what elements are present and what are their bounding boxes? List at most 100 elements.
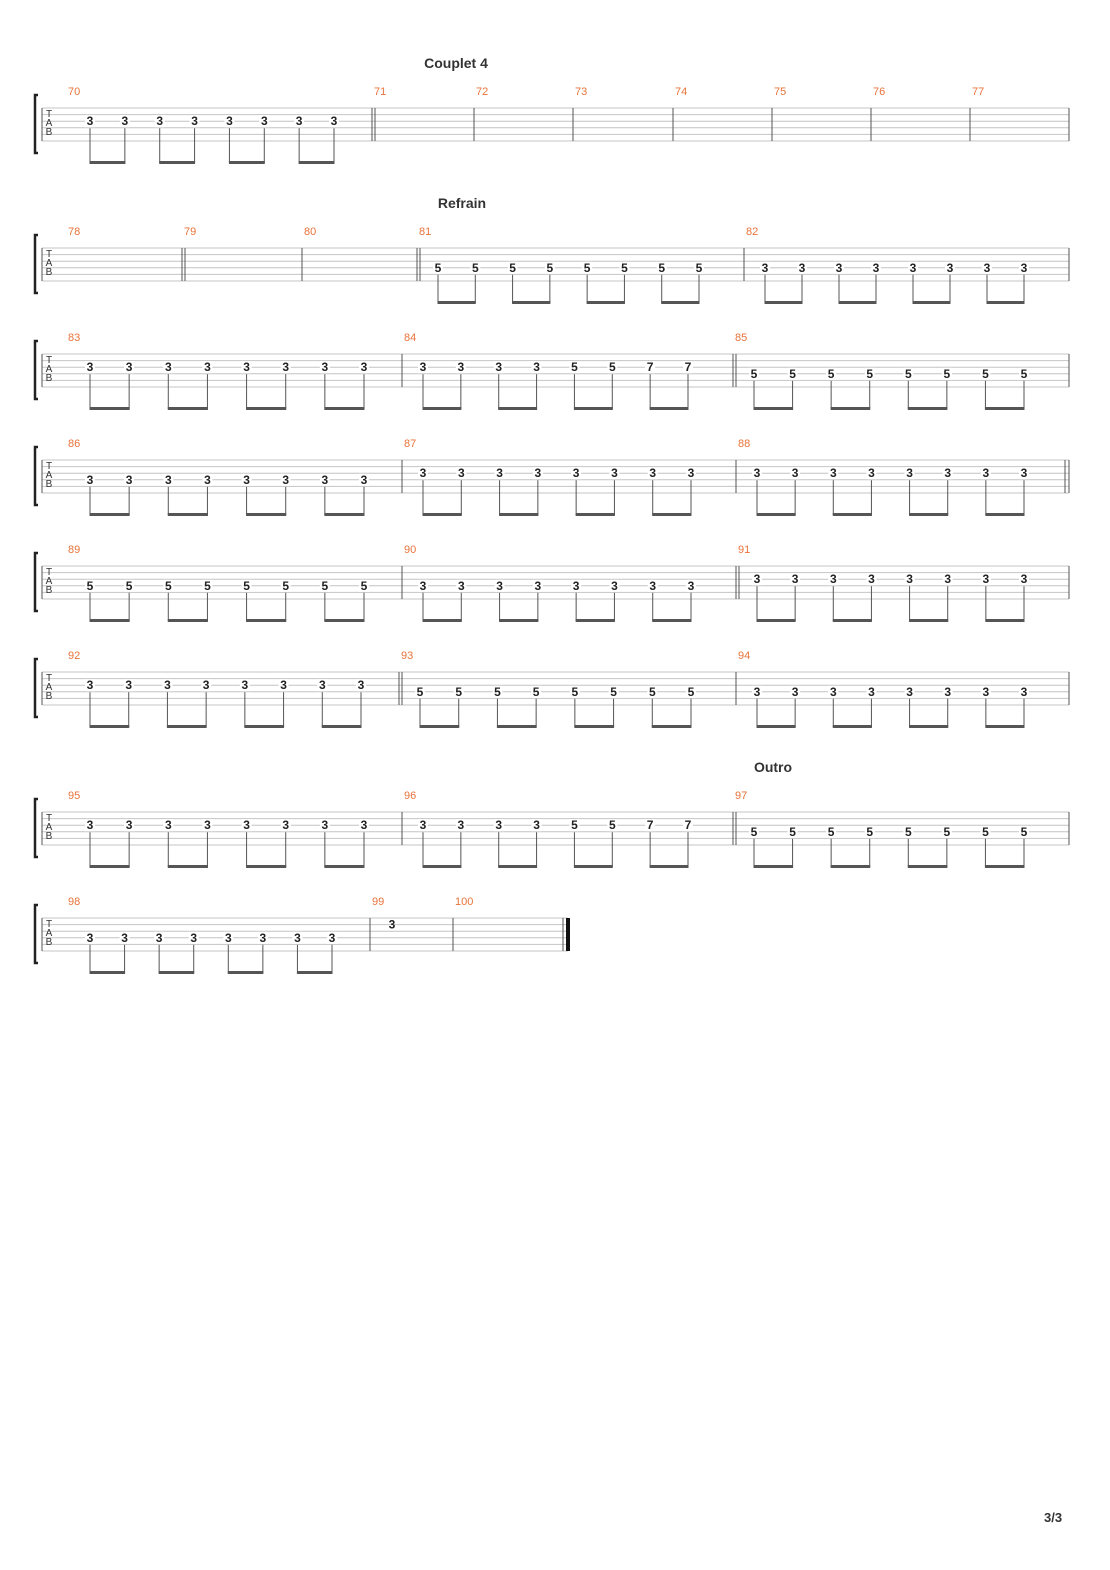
tab-note: 3 bbox=[282, 360, 289, 374]
tab-note: 3 bbox=[322, 473, 329, 487]
tab-note: 3 bbox=[296, 114, 303, 128]
tab-note: 3 bbox=[983, 466, 990, 480]
tab-note: 7 bbox=[647, 360, 654, 374]
note-mask bbox=[85, 473, 95, 486]
note-mask bbox=[359, 361, 369, 374]
note-mask bbox=[787, 367, 798, 380]
note-mask bbox=[531, 819, 542, 832]
tab-note: 5 bbox=[547, 261, 554, 275]
tab-note: 3 bbox=[319, 678, 326, 692]
measure: 72 bbox=[476, 86, 574, 141]
note-mask bbox=[866, 467, 877, 480]
tab-note: 3 bbox=[156, 114, 163, 128]
tab-note: 5 bbox=[905, 825, 912, 839]
tab-note: 3 bbox=[322, 360, 329, 374]
tab-note: 3 bbox=[126, 473, 133, 487]
tab-note: 3 bbox=[944, 572, 951, 586]
clef-letter: B bbox=[46, 691, 53, 702]
measure: 79 bbox=[184, 226, 303, 281]
tab-note: 3 bbox=[458, 466, 465, 480]
measure: 76 bbox=[873, 86, 971, 141]
tab-note: 5 bbox=[204, 579, 211, 593]
tab-note: 5 bbox=[165, 579, 172, 593]
note-mask bbox=[319, 579, 330, 592]
clef-letter: T bbox=[46, 109, 52, 120]
tab-note: 3 bbox=[830, 685, 837, 699]
measure-number: 77 bbox=[972, 86, 984, 98]
tab-note: 5 bbox=[621, 261, 628, 275]
tab-note: 5 bbox=[866, 825, 873, 839]
tab-note: 3 bbox=[535, 466, 542, 480]
note-mask bbox=[493, 361, 504, 374]
note-mask bbox=[418, 579, 428, 592]
clef-letter: T bbox=[46, 919, 52, 930]
tab-note: 3 bbox=[754, 685, 761, 699]
tab-note: 3 bbox=[830, 466, 837, 480]
measure-number: 100 bbox=[455, 896, 473, 908]
measure-number: 75 bbox=[774, 86, 786, 98]
tab-note: 5 bbox=[828, 825, 835, 839]
tab-note: 5 bbox=[982, 367, 989, 381]
tab-note: 5 bbox=[361, 579, 368, 593]
note-mask bbox=[162, 679, 173, 692]
note-mask bbox=[647, 467, 658, 480]
tab-note: 3 bbox=[329, 931, 336, 945]
note-mask bbox=[163, 579, 174, 592]
note-mask bbox=[85, 679, 95, 692]
note-mask bbox=[571, 579, 582, 592]
note-mask bbox=[418, 819, 428, 832]
note-mask bbox=[828, 467, 839, 480]
note-mask bbox=[259, 115, 270, 128]
measure-number: 92 bbox=[68, 650, 80, 662]
note-mask bbox=[415, 685, 425, 698]
system-bracket bbox=[33, 657, 38, 719]
tab-note: 3 bbox=[688, 466, 695, 480]
tab-note: 3 bbox=[836, 261, 843, 275]
tab-note: 5 bbox=[828, 367, 835, 381]
note-mask bbox=[942, 573, 953, 586]
tab-note: 3 bbox=[947, 261, 954, 275]
note-mask bbox=[85, 931, 95, 944]
measure-number: 97 bbox=[735, 790, 747, 802]
clef-letter: B bbox=[46, 479, 53, 490]
note-mask bbox=[864, 825, 875, 838]
tab-note: 3 bbox=[204, 473, 211, 487]
tab-note: 3 bbox=[830, 572, 837, 586]
tab-note: 3 bbox=[496, 466, 503, 480]
note-mask bbox=[609, 467, 620, 480]
note-mask bbox=[569, 361, 580, 374]
note-mask bbox=[607, 819, 618, 832]
tab-note: 5 bbox=[282, 579, 289, 593]
tab-note: 3 bbox=[87, 360, 94, 374]
note-mask bbox=[85, 819, 95, 832]
tab-note: 3 bbox=[126, 818, 133, 832]
note-mask bbox=[202, 473, 213, 486]
tab-note: 3 bbox=[792, 466, 799, 480]
note-mask bbox=[119, 115, 130, 128]
tab-note: 3 bbox=[611, 466, 618, 480]
tab-note: 5 bbox=[696, 261, 703, 275]
measure: 80 bbox=[304, 226, 418, 281]
note-mask bbox=[154, 115, 165, 128]
note-mask bbox=[790, 573, 801, 586]
note-mask bbox=[241, 473, 252, 486]
note-mask bbox=[224, 115, 235, 128]
note-mask bbox=[154, 931, 165, 944]
note-mask bbox=[241, 361, 252, 374]
note-mask bbox=[418, 467, 428, 480]
tab-note: 5 bbox=[509, 261, 516, 275]
clef-letter: A bbox=[46, 118, 53, 129]
tab-note: 5 bbox=[1021, 367, 1028, 381]
note-mask bbox=[163, 819, 174, 832]
tab-note: 3 bbox=[495, 360, 502, 374]
note-mask bbox=[455, 361, 466, 374]
note-mask bbox=[455, 819, 466, 832]
tab-note: 5 bbox=[789, 825, 796, 839]
clef-letter: T bbox=[46, 461, 52, 472]
note-mask bbox=[278, 679, 289, 692]
